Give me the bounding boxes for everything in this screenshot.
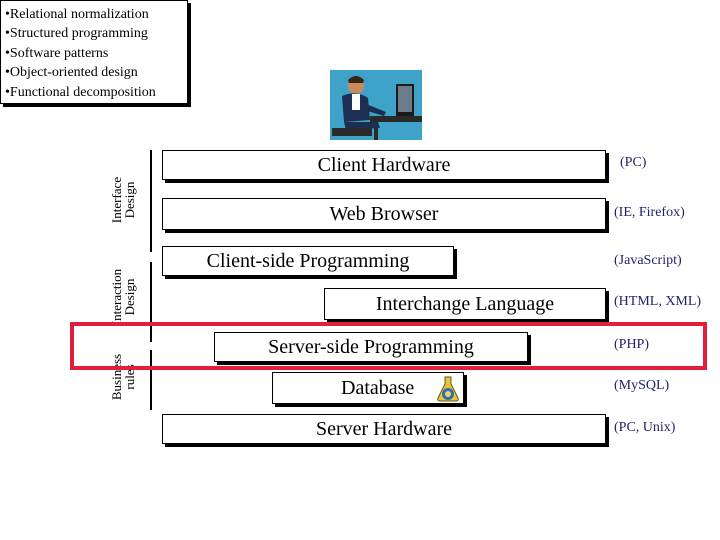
layer-client-side-programming: Client-side Programming (162, 246, 454, 276)
mysql-database-icon (436, 376, 460, 402)
layer-web-browser: Web Browser (162, 198, 606, 230)
example-database: (MySQL) (614, 378, 669, 394)
example-client-hardware: (PC) (620, 155, 646, 171)
example-server-hardware: (PC, Unix) (614, 420, 675, 436)
bullet-item: Relational normalization (5, 5, 187, 24)
bullet-item: Object-oriented design (5, 63, 187, 82)
layer-label: Client Hardware (318, 154, 451, 177)
layer-client-hardware: Client Hardware (162, 150, 606, 180)
layer-label: Interchange Language (376, 293, 554, 316)
example-client-side-programming: (JavaScript) (614, 253, 682, 269)
layer-label: Server Hardware (316, 418, 452, 441)
interface-design-bar (150, 150, 152, 252)
example-interchange-language: (HTML, XML) (614, 294, 701, 310)
highlight-box (70, 322, 707, 370)
bullet-item: Structured programming (5, 24, 187, 43)
layer-label: Client-side Programming (207, 250, 410, 273)
layer-label: Database (341, 377, 414, 400)
layer-server-hardware: Server Hardware (162, 414, 606, 444)
bullet-item: Software patterns (5, 44, 187, 63)
design-methods-list: Relational normalization Structured prog… (0, 0, 188, 104)
layer-interchange-language: Interchange Language (324, 288, 606, 320)
person-at-computer-icon (330, 70, 422, 140)
layer-label: Web Browser (330, 203, 439, 226)
example-web-browser: (IE, Firefox) (614, 205, 685, 221)
bullet-item: Functional decomposition (5, 83, 187, 102)
